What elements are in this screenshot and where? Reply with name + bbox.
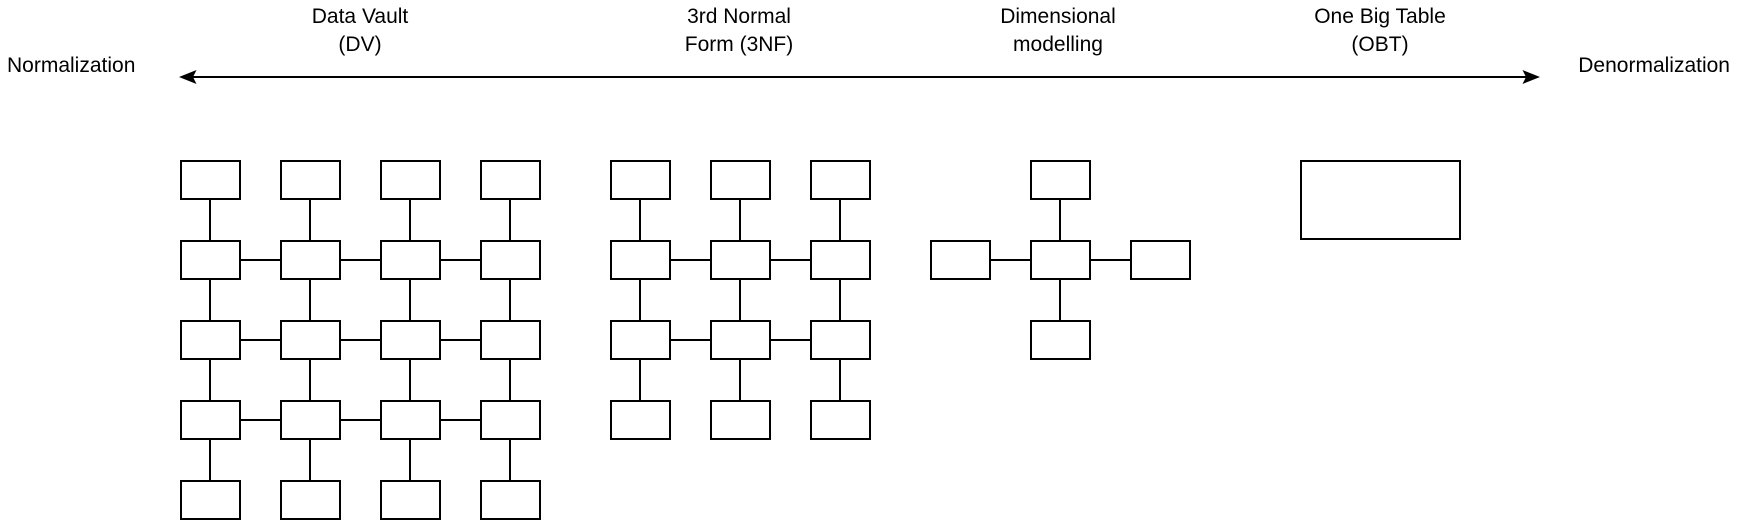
data-vault-table-box [280,400,341,440]
data-vault-relationship-line [341,259,380,261]
data-vault-relationship-line [409,440,411,480]
approach-label-3nf: 3rd Normal Form (3NF) [684,5,794,56]
one-big-table-table-box [1300,160,1461,240]
third-normal-form-relationship-line [739,280,741,320]
data-vault-table-box [280,480,341,520]
data-vault-relationship-line [341,419,380,421]
third-normal-form-relationship-line [839,280,841,320]
data-vault-relationship-line [209,440,211,480]
data-vault-relationship-line [509,440,511,480]
data-vault-relationship-line [341,339,380,341]
data-vault-relationship-line [409,280,411,320]
third-normal-form-relationship-line [771,259,810,261]
data-vault-relationship-line [441,419,480,421]
data-vault-table-box [180,240,241,280]
approach-label-data-vault: Data Vault (DV) [311,5,409,56]
third-normal-form-table-box [610,160,671,200]
third-normal-form-table-box [610,320,671,360]
data-vault-relationship-line [441,259,480,261]
third-normal-form-relationship-line [671,339,710,341]
data-vault-table-box [480,480,541,520]
third-normal-form-relationship-line [739,360,741,400]
data-vault-relationship-line [441,339,480,341]
data-vault-relationship-line [509,200,511,240]
data-vault-table-box [280,320,341,360]
third-normal-form-table-box [610,240,671,280]
third-normal-form-table-box [810,320,871,360]
data-vault-table-box [380,160,441,200]
data-vault-table-box [480,160,541,200]
data-vault-table-box [280,240,341,280]
data-vault-table-box [480,400,541,440]
third-normal-form-table-box [810,400,871,440]
third-normal-form-table-box [610,400,671,440]
data-vault-relationship-line [209,200,211,240]
third-normal-form-relationship-line [671,259,710,261]
dimensional-modelling-relationship-line [991,259,1030,261]
third-normal-form-table-box [710,160,771,200]
third-normal-form-relationship-line [839,360,841,400]
data-vault-table-box [480,320,541,360]
data-vault-relationship-line [509,360,511,400]
data-vault-table-box [380,400,441,440]
dimensional-modelling-relationship-line [1091,259,1130,261]
axis-label-denormalization: Denormalization [1578,54,1730,77]
third-normal-form-table-box [710,400,771,440]
data-vault-table-box [380,480,441,520]
data-vault-relationship-line [241,259,280,261]
arrowhead-left-icon [179,70,197,84]
data-vault-table-box [180,400,241,440]
third-normal-form-table-box [810,160,871,200]
arrowhead-right-icon [1522,70,1540,84]
dimensional-modelling-table-box [1030,160,1091,200]
data-vault-relationship-line [409,200,411,240]
dimensional-modelling-relationship-line [1059,280,1061,320]
data-vault-relationship-line [241,339,280,341]
approach-label-dimensional-modelling: Dimensional modelling [1000,5,1116,56]
data-vault-table-box [280,160,341,200]
third-normal-form-table-box [810,240,871,280]
data-vault-table-box [380,240,441,280]
dimensional-modelling-table-box [930,240,991,280]
dimensional-modelling-relationship-line [1059,200,1061,240]
third-normal-form-relationship-line [639,280,641,320]
dimensional-modelling-table-box [1030,240,1091,280]
data-vault-relationship-line [209,360,211,400]
third-normal-form-relationship-line [771,339,810,341]
data-vault-table-box [380,320,441,360]
data-vault-relationship-line [309,360,311,400]
axis-label-normalization: Normalization [7,54,136,77]
third-normal-form-table-box [710,240,771,280]
data-vault-table-box [180,480,241,520]
third-normal-form-table-box [710,320,771,360]
data-vault-relationship-line [509,280,511,320]
third-normal-form-relationship-line [639,200,641,240]
dimensional-modelling-table-box [1030,320,1091,360]
dimensional-modelling-table-box [1130,240,1191,280]
data-vault-relationship-line [309,200,311,240]
data-vault-relationship-line [209,280,211,320]
data-vault-table-box [180,320,241,360]
third-normal-form-relationship-line [739,200,741,240]
data-vault-relationship-line [309,440,311,480]
data-vault-relationship-line [309,280,311,320]
data-vault-relationship-line [241,419,280,421]
data-vault-table-box [480,240,541,280]
data-vault-relationship-line [409,360,411,400]
third-normal-form-relationship-line [639,360,641,400]
data-vault-table-box [180,160,241,200]
third-normal-form-relationship-line [839,200,841,240]
approach-label-one-big-table: One Big Table (OBT) [1314,5,1446,56]
